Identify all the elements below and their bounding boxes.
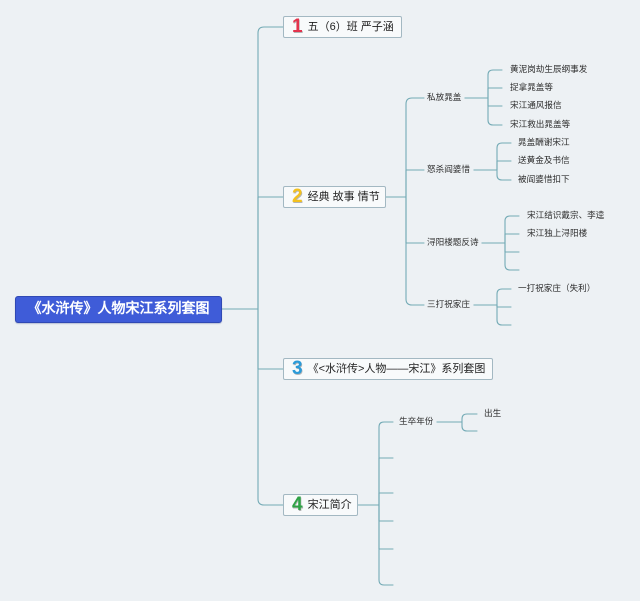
detail-birth[interactable]: 出生 [484, 408, 502, 420]
branch-label: 《<水浒传>人物——宋江》系列套图 [307, 363, 486, 375]
empty-topic[interactable] [518, 319, 528, 331]
connector-zhu-detail-1 [473, 288, 512, 306]
birth-death-connectors [436, 413, 478, 432]
empty-topic[interactable] [399, 487, 409, 499]
connector-bio-empty-4 [357, 504, 394, 550]
plots-connectors [385, 97, 425, 306]
branch-topic-author[interactable]: 1 五（6）班 严子涵 [283, 16, 402, 38]
connector-root-to-branch-2 [221, 196, 284, 310]
connector-birth-death-empty [436, 421, 478, 432]
empty-topic[interactable] [399, 452, 409, 464]
branch-label: 五（6）班 严子涵 [307, 21, 394, 33]
connector-release-detail-4 [464, 97, 503, 126]
zhu-village-connectors [473, 288, 512, 326]
detail-song-jiang-rescue[interactable]: 宋江救出晁盖等 [510, 119, 571, 131]
connector-bio-empty-1 [357, 457, 394, 506]
detail-gold-and-letter[interactable]: 送黄金及书信 [518, 155, 570, 167]
root-connectors [221, 26, 284, 506]
connector-kill-detail-3 [473, 169, 512, 181]
release-chao-gai-connectors [464, 69, 503, 126]
subtopic-birth-death-years[interactable]: 生卒年份 [399, 416, 434, 428]
connector-xunyang-detail-2 [481, 233, 520, 244]
empty-topic[interactable] [527, 264, 537, 276]
detail-huangnigang-robbery[interactable]: 黄泥岗劫生辰纲事发 [510, 64, 588, 76]
xunyang-poem-connectors [481, 215, 520, 271]
connector-bio-empty-3 [357, 504, 394, 522]
connector-xunyang-empty-2 [481, 242, 520, 271]
connector-plots-to-zhu-village [385, 196, 425, 306]
connector-root-to-branch-4 [221, 308, 284, 506]
root-topic[interactable]: 《水浒传》人物宋江系列套图 [15, 296, 222, 323]
branch-number-2: 2 [292, 186, 303, 207]
branch-topic-series-title[interactable]: 3 《<水浒传>人物——宋江》系列套图 [283, 358, 493, 380]
subtopic-xunyang-tower-poem[interactable]: 浔阳楼题反诗 [427, 237, 479, 249]
detail-seized-by-yan-poxi[interactable]: 被阎婆惜扣下 [518, 174, 570, 186]
connector-birth-death-to-birth [436, 413, 478, 423]
detail-arrest-chao-gai[interactable]: 捉拿晁盖等 [510, 82, 553, 94]
empty-topic[interactable] [399, 579, 409, 591]
connector-release-detail-2 [464, 87, 503, 99]
connector-xunyang-empty-1 [481, 242, 520, 253]
branch-topic-classic-plots[interactable]: 2 经典 故事 情节 [283, 186, 386, 208]
connector-release-detail-1 [464, 69, 503, 99]
subtopic-kill-yan-poxi[interactable]: 怒杀阎婆惜 [427, 164, 470, 176]
connector-bio-empty-5 [357, 504, 394, 586]
branch-label: 经典 故事 情节 [307, 191, 380, 203]
connector-root-to-branch-1 [221, 26, 284, 310]
connector-plots-to-release-chao-gai [385, 97, 425, 198]
connector-kill-detail-1 [473, 142, 512, 171]
detail-first-attack-failed[interactable]: 一打祝家庄（失利） [518, 283, 596, 295]
connector-root-to-branch-3 [221, 308, 284, 370]
subtopic-zhu-village-attacks[interactable]: 三打祝家庄 [427, 299, 470, 311]
kill-yan-poxi-connectors [473, 142, 512, 181]
connector-plots-to-xunyang-poem [385, 196, 425, 244]
empty-topic[interactable] [399, 543, 409, 555]
detail-song-jiang-tipoff[interactable]: 宋江通风报信 [510, 100, 562, 112]
subtopic-release-chao-gai[interactable]: 私放晁盖 [427, 92, 462, 104]
detail-alone-xunyang-tower[interactable]: 宋江独上浔阳楼 [527, 228, 588, 240]
empty-topic[interactable] [518, 301, 528, 313]
bio-connectors [357, 421, 394, 586]
connector-release-detail-3 [464, 97, 503, 107]
connector-bio-empty-2 [357, 492, 394, 506]
branch-label: 宋江简介 [307, 499, 352, 511]
connector-bio-to-birth-death [357, 421, 394, 506]
branch-topic-song-jiang-bio[interactable]: 4 宋江简介 [283, 494, 358, 516]
detail-chao-gai-thanks[interactable]: 晁盖酬谢宋江 [518, 137, 570, 149]
branch-number-4: 4 [292, 494, 303, 515]
connector-kill-detail-2 [473, 160, 512, 171]
branch-number-3: 3 [292, 358, 303, 379]
empty-topic[interactable] [399, 515, 409, 527]
connector-xunyang-detail-1 [481, 215, 520, 244]
connector-zhu-empty-2 [473, 304, 512, 326]
branch-number-1: 1 [292, 16, 303, 37]
connector-plots-to-kill-yan-poxi [385, 169, 425, 198]
detail-meet-dai-zong-li-kui[interactable]: 宋江结识戴宗、李逵 [527, 210, 605, 222]
empty-topic[interactable] [484, 425, 494, 437]
empty-topic[interactable] [527, 246, 537, 258]
